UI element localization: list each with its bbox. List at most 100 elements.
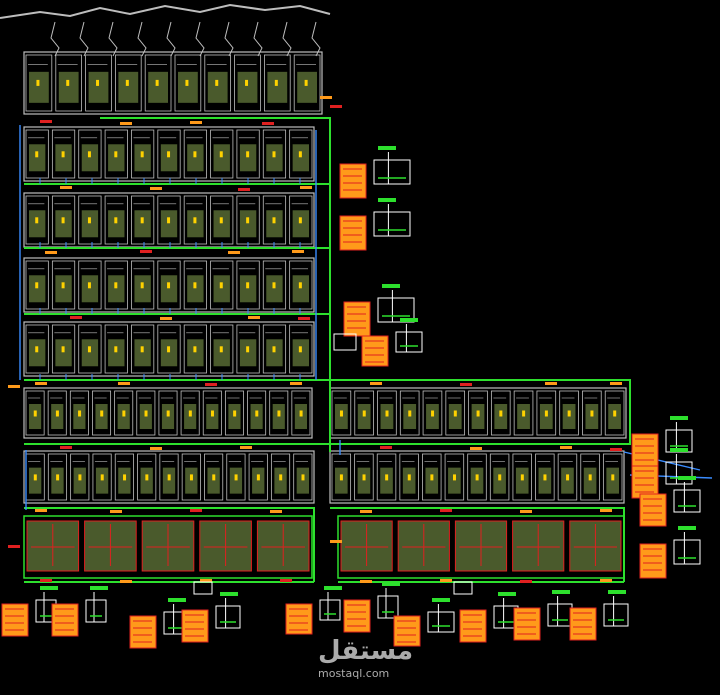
fixture-mark	[499, 410, 503, 417]
detail-frame	[319, 599, 341, 621]
unit-outline	[210, 324, 234, 374]
unit-outline	[104, 195, 128, 245]
unit-floor	[493, 467, 506, 494]
pipe-tag	[110, 510, 122, 513]
fixture-mark	[613, 410, 617, 417]
fixture-mark	[78, 474, 82, 481]
unit-outline	[131, 129, 155, 179]
pipe-tag	[460, 383, 472, 386]
unit-floor	[583, 467, 597, 494]
pipe-tag	[610, 382, 622, 385]
unit-floor	[134, 144, 151, 172]
unit-floor	[296, 467, 309, 494]
unit-outline	[289, 260, 313, 310]
unit-outline	[55, 54, 82, 112]
unit-outline	[114, 453, 134, 501]
unit-outline	[181, 453, 201, 501]
drain-branch	[195, 21, 205, 57]
unit-floor	[448, 467, 461, 494]
block-lower-right	[329, 450, 625, 504]
pipe-tag	[298, 317, 310, 320]
pipe-network	[19, 117, 713, 583]
fixture-mark	[543, 474, 547, 481]
fixture-mark	[33, 474, 37, 481]
unit-outline	[289, 324, 313, 374]
pipe-tag	[520, 510, 532, 513]
unit-outline	[174, 54, 202, 112]
unit-floor	[134, 339, 151, 367]
fixture-mark	[114, 217, 118, 224]
fixture-mark	[33, 410, 37, 417]
fixture-mark	[215, 79, 219, 86]
unit-outline	[183, 260, 207, 310]
detail-riser-18	[569, 590, 629, 641]
unit-outline	[183, 129, 207, 179]
unit-outline	[289, 195, 313, 245]
unit-floor	[380, 467, 393, 494]
pipe-tag	[8, 545, 20, 548]
unit-floor	[81, 210, 99, 238]
unit-floor	[29, 275, 46, 303]
detail-frame	[215, 605, 241, 629]
unit-outline	[376, 453, 397, 501]
unit-outline	[180, 390, 200, 436]
block-bottom-left	[23, 515, 313, 579]
fixture-mark	[245, 79, 249, 86]
unit-outline	[25, 129, 49, 179]
detail-riser-11	[129, 598, 189, 649]
block-outline	[23, 51, 323, 115]
unit-outline	[51, 195, 76, 245]
junction-detail	[453, 581, 473, 595]
unit-outline	[47, 390, 67, 436]
drain-branch	[253, 21, 263, 57]
unit-outline	[144, 54, 172, 112]
pipe-tag	[560, 446, 572, 449]
unit-outline	[559, 390, 579, 436]
pipe-tag	[35, 509, 47, 512]
unit-outline	[25, 54, 53, 112]
fixture-mark	[78, 410, 82, 417]
block-row-3	[23, 257, 315, 313]
pipe-tag	[190, 509, 202, 512]
detail-riser-15	[393, 598, 455, 647]
unit-outline	[157, 324, 181, 374]
unit-floor	[118, 467, 131, 494]
unit-floor	[292, 339, 309, 367]
unit-floor	[357, 467, 371, 494]
block-outline	[23, 387, 313, 439]
unit-floor	[292, 210, 309, 238]
unit-floor	[266, 275, 283, 303]
fixture-mark	[362, 474, 366, 481]
fixture-mark	[61, 282, 65, 289]
unit-floor	[160, 275, 178, 303]
block-mid-left	[23, 387, 313, 439]
unit-floor	[274, 467, 287, 494]
fixture-mark	[87, 282, 91, 289]
unit-floor	[187, 339, 204, 367]
fixture-mark	[167, 151, 171, 158]
fixture-mark	[498, 474, 502, 481]
fixture-mark	[100, 474, 104, 481]
drain-branch	[137, 21, 147, 57]
legend-block	[343, 301, 371, 337]
fixture-mark	[475, 474, 479, 481]
unit-floor	[538, 467, 552, 494]
fixture-mark	[362, 410, 366, 417]
pipe-tag	[470, 447, 482, 450]
unit-floor	[266, 144, 283, 172]
fixture-mark	[66, 79, 70, 86]
unit-floor	[187, 210, 204, 238]
pipe-tag	[60, 186, 72, 189]
pipe-tag	[60, 446, 72, 449]
unit-outline	[354, 390, 374, 436]
fixture-mark	[193, 151, 197, 158]
pipe-tag	[440, 579, 452, 582]
unit-outline	[236, 324, 260, 374]
pipe-tag	[262, 122, 274, 125]
unit-outline	[104, 324, 128, 374]
detail-frame	[373, 211, 411, 237]
detail-riser-5	[631, 416, 693, 467]
unit-floor	[134, 275, 151, 303]
unit-floor	[29, 210, 46, 238]
unit-outline	[536, 390, 557, 436]
